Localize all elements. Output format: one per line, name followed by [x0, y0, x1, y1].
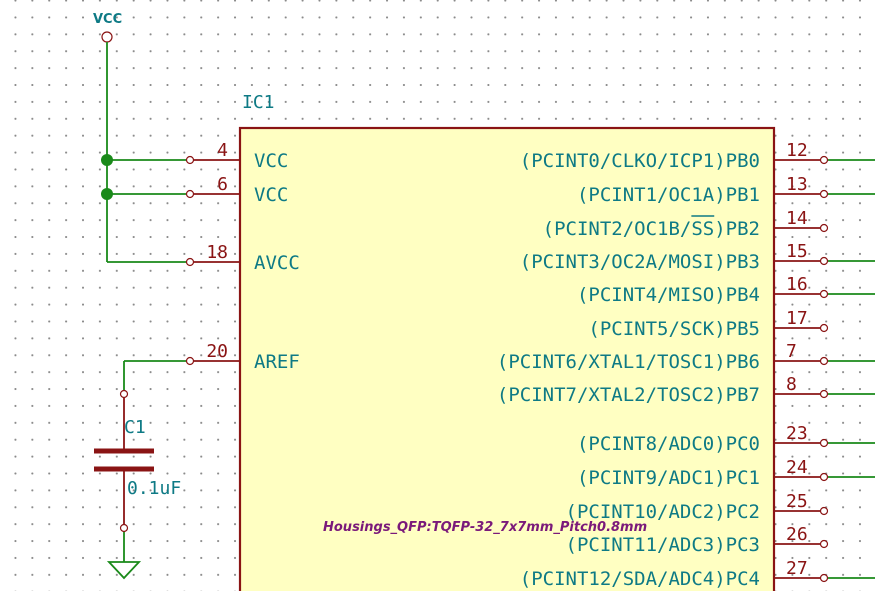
pin-terminal[interactable]: [819, 323, 829, 333]
ic-footprint-label: Housings_QFP:TQFP-32_7x7mm_Pitch0.8mm: [323, 520, 647, 535]
pin-terminal[interactable]: [185, 155, 195, 165]
ic-ref-label: IC1: [242, 92, 275, 113]
vcc-power-label: VCC: [93, 12, 122, 27]
capacitor-c1[interactable]: [94, 389, 154, 533]
pin-terminal[interactable]: [819, 389, 829, 399]
pin-terminal[interactable]: [819, 256, 829, 266]
ic-body[interactable]: [238, 126, 776, 591]
pin-name: (PCINT0/CLKO/ICP1)PB0: [520, 150, 760, 172]
pin-number: 27: [786, 558, 808, 579]
junction-dot: [101, 154, 113, 166]
pin-terminal[interactable]: [819, 472, 829, 482]
cap-value-label: 0.1uF: [127, 478, 181, 499]
pin-name: (PCINT6/XTAL1/TOSC1)PB6: [497, 351, 760, 373]
pin-number: 25: [786, 491, 808, 512]
pin-number: 4: [217, 140, 228, 161]
cap-terminal-top: [119, 389, 129, 399]
pin-terminal[interactable]: [185, 257, 195, 267]
pin-name: (PCINT3/OC2A/MOSI)PB3: [520, 251, 760, 273]
pin-terminal[interactable]: [819, 155, 829, 165]
pin-name: (PCINT11/ADC3)PC3: [566, 534, 760, 556]
pin-name: (PCINT9/ADC1)PC1: [577, 467, 760, 489]
pin-name: (PCINT12/SDA/ADC4)PC4: [520, 568, 760, 590]
pin-number: 20: [206, 341, 228, 362]
cap-ref-label: C1: [124, 417, 146, 438]
pin-name: (PCINT10/ADC2)PC2: [566, 501, 760, 523]
pin-terminal[interactable]: [819, 506, 829, 516]
pin-terminal[interactable]: [185, 189, 195, 199]
pin-terminal[interactable]: [819, 189, 829, 199]
pin-name: AREF: [254, 351, 300, 373]
pin-number: 24: [786, 457, 808, 478]
pin-name: (PCINT2/OC1B/SS)PB2: [543, 218, 760, 240]
pin-name: (PCINT4/MISO)PB4: [577, 284, 760, 306]
vcc-power-terminal[interactable]: [101, 31, 113, 43]
pin-number: 15: [786, 241, 808, 262]
pin-number: 6: [217, 174, 228, 195]
pin-terminal[interactable]: [819, 539, 829, 549]
pin-terminal[interactable]: [819, 223, 829, 233]
pin-terminal[interactable]: [819, 289, 829, 299]
pin-number: 8: [786, 374, 797, 395]
pin-terminal[interactable]: [185, 356, 195, 366]
pin-number: 17: [786, 308, 808, 329]
pin-number: 16: [786, 274, 808, 295]
junction-dot: [101, 188, 113, 200]
pin-number: 18: [206, 242, 228, 263]
pin-name: VCC: [254, 184, 288, 206]
pin-terminal[interactable]: [819, 438, 829, 448]
pin-name: (PCINT7/XTAL2/TOSC2)PB7: [497, 384, 760, 406]
cap-terminal-bottom: [119, 523, 129, 533]
pin-number: 14: [786, 208, 808, 229]
pin-name: (PCINT8/ADC0)PC0: [577, 433, 760, 455]
pin-name: (PCINT5/SCK)PB5: [588, 318, 760, 340]
pin-name: VCC: [254, 150, 288, 172]
pin-name: AVCC: [254, 252, 300, 274]
pin-number: 12: [786, 140, 808, 161]
ground-icon[interactable]: [106, 561, 142, 580]
pin-number: 26: [786, 524, 808, 545]
pin-number: 13: [786, 174, 808, 195]
pin-number: 23: [786, 423, 808, 444]
pin-terminal[interactable]: [819, 573, 829, 583]
pin-terminal[interactable]: [819, 356, 829, 366]
pin-number: 7: [786, 341, 797, 362]
ic-right-pins: 12 (PCINT0/CLKO/ICP1)PB0 13 (PCINT1/OC1A)PB…: [497, 140, 875, 590]
pin-name: (PCINT1/OC1A)PB1: [577, 184, 760, 206]
